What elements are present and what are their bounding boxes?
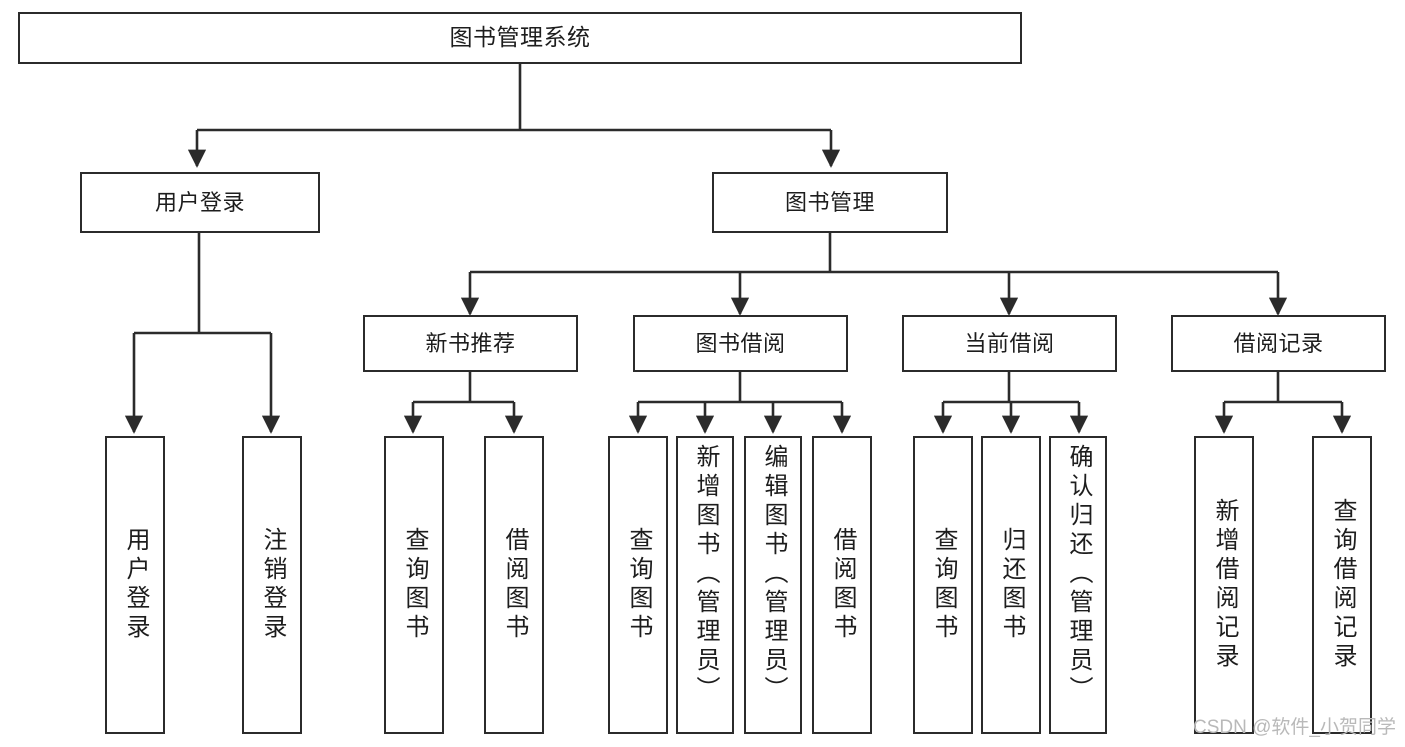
node-book-borrow[interactable]: 图书借阅	[633, 315, 848, 372]
leaf-query-book-current[interactable]: 查询图书	[913, 436, 973, 734]
leaf-query-book-borrow[interactable]: 查询图书	[608, 436, 668, 734]
node-label: 用户登录	[122, 527, 149, 643]
leaf-add-borrow-record[interactable]: 新增借阅记录	[1194, 436, 1254, 734]
node-label: 当前借阅	[964, 330, 1055, 356]
node-label: 注销登录	[259, 527, 286, 643]
node-label: 查询图书	[930, 527, 957, 643]
node-label: 归还图书	[998, 527, 1025, 643]
node-label: 确认归还（管理员）	[1065, 444, 1092, 705]
leaf-logout[interactable]: 注销登录	[242, 436, 302, 734]
leaf-query-borrow-record[interactable]: 查询借阅记录	[1312, 436, 1372, 734]
node-label: 查询图书	[625, 527, 652, 643]
node-book-management[interactable]: 图书管理	[712, 172, 948, 233]
node-label: 查询图书	[401, 527, 428, 643]
watermark: CSDN @软件_小贺同学	[1193, 717, 1396, 738]
node-label: 图书借阅	[695, 330, 786, 356]
leaf-edit-book-admin[interactable]: 编辑图书（管理员）	[744, 436, 802, 734]
node-label: 借阅记录	[1233, 330, 1324, 356]
leaf-user-login[interactable]: 用户登录	[105, 436, 165, 734]
leaf-return-book[interactable]: 归还图书	[981, 436, 1041, 734]
node-label: 图书管理	[784, 189, 875, 215]
node-root-book-management-system[interactable]: 图书管理系统	[18, 12, 1022, 64]
leaf-query-book-recommend[interactable]: 查询图书	[384, 436, 444, 734]
leaf-add-book-admin[interactable]: 新增图书（管理员）	[676, 436, 734, 734]
node-label: 查询借阅记录	[1329, 498, 1356, 672]
node-label: 借阅图书	[501, 527, 528, 643]
node-user-login[interactable]: 用户登录	[80, 172, 320, 233]
node-label: 新增借阅记录	[1211, 498, 1238, 672]
node-label: 新书推荐	[425, 330, 516, 356]
node-current-borrow[interactable]: 当前借阅	[902, 315, 1117, 372]
node-new-book-recommend[interactable]: 新书推荐	[363, 315, 578, 372]
node-label: 新增图书（管理员）	[692, 444, 719, 705]
leaf-confirm-return-admin[interactable]: 确认归还（管理员）	[1049, 436, 1107, 734]
node-label: 用户登录	[154, 189, 245, 215]
node-label: 图书管理系统	[449, 24, 591, 51]
node-label: 借阅图书	[829, 527, 856, 643]
node-label: 编辑图书（管理员）	[760, 444, 787, 705]
leaf-borrow-book-recommend[interactable]: 借阅图书	[484, 436, 544, 734]
node-borrow-record[interactable]: 借阅记录	[1171, 315, 1386, 372]
leaf-borrow-book[interactable]: 借阅图书	[812, 436, 872, 734]
